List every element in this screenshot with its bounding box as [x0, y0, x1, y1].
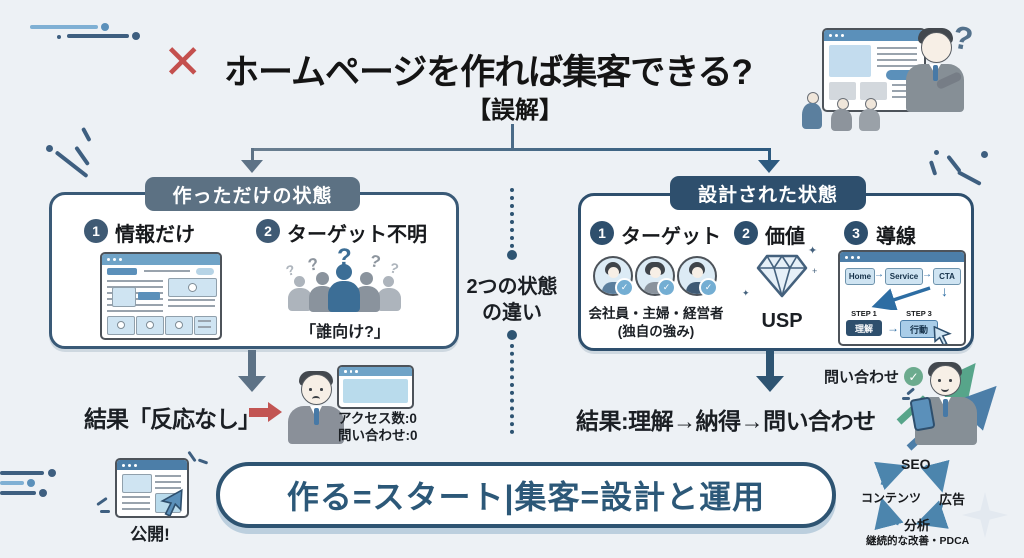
check-badge-icon: ✓	[657, 278, 676, 297]
arrow-to-left-box	[241, 160, 263, 173]
flow-mock-icon: Home → Service → CTA ↓ STEP 1 STEP 3 理解 …	[838, 250, 966, 346]
left-item2-caption: 「誰向け?」	[300, 324, 390, 341]
left-item1-number: 1	[84, 219, 108, 243]
diamond-sparkle: +	[812, 266, 818, 276]
right-result-arrow	[766, 350, 774, 378]
left-result-stat2: 問い合わせ:0	[338, 428, 418, 443]
flow-btn-understand: 理解	[846, 320, 882, 336]
arrow-right-icon: →	[874, 269, 884, 280]
flow-step1-label: STEP 1	[851, 309, 877, 318]
conclusion-banner: 作る=スタート|集客=設計と運用	[216, 462, 836, 528]
left-result-stat1: アクセス数:0	[338, 411, 417, 426]
page-title: ホームページを作れば集客できる?	[224, 53, 753, 92]
right-item3-number: 3	[844, 221, 868, 245]
flow-btn-action: 行動	[900, 320, 938, 338]
cursor-icon	[933, 326, 952, 344]
page-subtitle: 【誤解】	[467, 97, 563, 124]
diamond-icon	[756, 254, 808, 298]
cycle-label-seo: SEO	[901, 456, 931, 472]
check-circle-icon: ✓	[904, 367, 924, 386]
persona-avatar-1: ✓	[593, 256, 634, 297]
unknown-audience-icon: ? ? ? ? ?	[284, 244, 406, 318]
right-item1-label: ターゲット	[621, 226, 721, 248]
cycle-arrows-icon	[874, 459, 950, 531]
right-item2-number: 2	[734, 221, 758, 245]
cursor-icon	[160, 488, 183, 516]
inquiry-badge-label: 問い合わせ	[824, 369, 900, 386]
center-divider-label-line2: の違い	[482, 302, 542, 324]
left-item2-number: 2	[256, 219, 280, 243]
arrow-to-right-box	[758, 160, 780, 173]
right-item2-caption: USP	[761, 310, 803, 332]
left-state-badge: 作っただけの状態	[145, 177, 360, 211]
right-item3-label: 導線	[876, 226, 916, 248]
right-item2-label: 価値	[765, 226, 805, 248]
cycle-caption: 継続的な改善・PDCA	[866, 535, 970, 547]
check-badge-icon: ✓	[615, 278, 634, 297]
cycle-label-analysis: 分析	[904, 518, 931, 533]
diagonal-arrow-icon	[871, 286, 931, 310]
check-badge-icon: ✓	[699, 278, 718, 297]
left-result-arrow	[248, 350, 256, 378]
left-result-text: 結果「反応なし」	[84, 406, 261, 432]
flow-node-home: Home	[845, 268, 875, 285]
center-divider-label-line1: 2つの状態	[466, 276, 558, 298]
diamond-sparkle: ✦	[742, 288, 750, 298]
right-result-text: 結果:理解→納得→問い合わせ	[576, 408, 876, 434]
right-item1-number: 1	[590, 221, 614, 245]
arrow-down-icon: ↓	[941, 283, 948, 299]
flow-step3-label: STEP 3	[906, 309, 932, 318]
persona-avatar-3: ✓	[677, 256, 718, 297]
website-mock-icon	[100, 252, 222, 340]
hero-question-mark: ?	[950, 18, 976, 58]
right-state-badge: 設計された状態	[670, 176, 866, 210]
right-item1-caption1: 会社員・主婦・経営者	[588, 306, 724, 321]
cycle-label-content: コンテンツ	[861, 491, 922, 505]
cross-mark-icon: ✕	[163, 35, 203, 88]
persona-avatar-2: ✓	[635, 256, 676, 297]
right-item1-caption2: (独自の強み)	[617, 324, 695, 339]
cycle-label-ads: 広告	[939, 492, 966, 507]
publish-browser-icon	[115, 458, 189, 518]
inquiry-badge: 問い合わせ ✓	[824, 366, 924, 387]
arrow-right-icon: →	[887, 321, 899, 335]
arrow-right-icon: →	[922, 269, 932, 280]
diamond-sparkle: ✦	[808, 245, 818, 257]
left-item1-label: 情報だけ	[115, 224, 195, 246]
zero-access-browser-icon	[337, 365, 414, 409]
publish-label: 公開!	[130, 525, 170, 544]
left-item2-label: ターゲット不明	[287, 224, 427, 246]
flow-node-cta: CTA	[933, 268, 961, 285]
flow-node-service: Service	[885, 268, 923, 285]
